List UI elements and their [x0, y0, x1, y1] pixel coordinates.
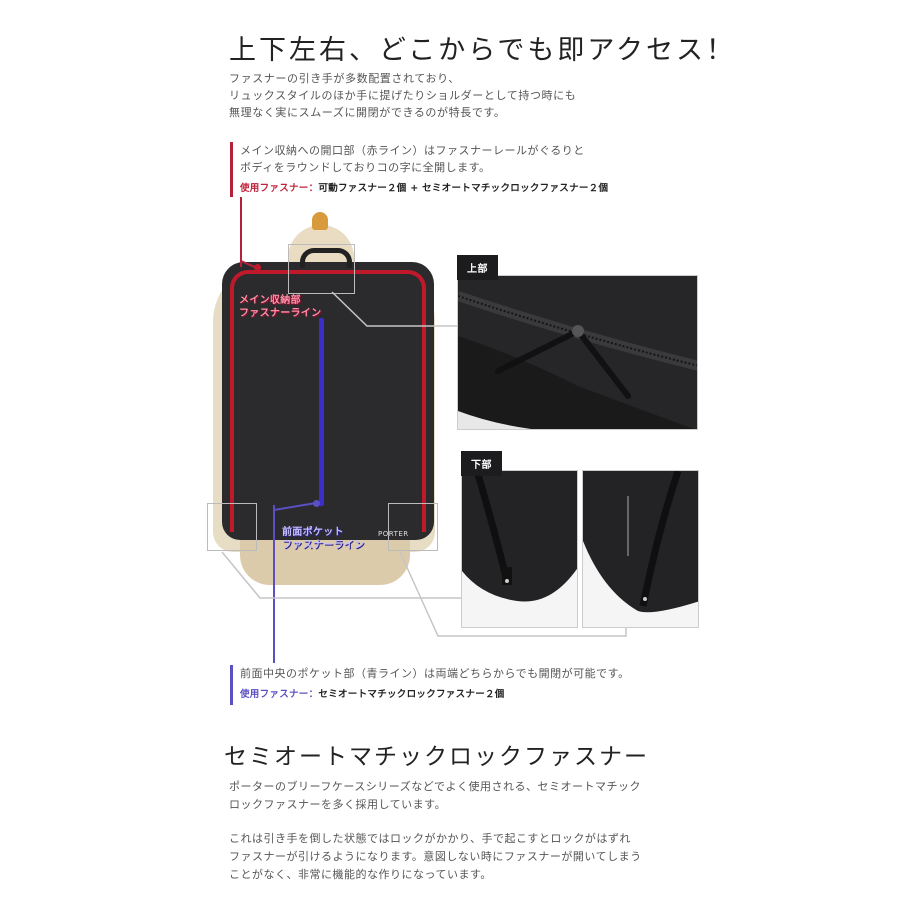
zipper-pull-illustration — [458, 276, 697, 429]
intro-line: ファスナーの引き手が多数配置されており、 — [229, 72, 460, 85]
backpack-handle — [300, 248, 352, 268]
intro-line: 無理なく実にスムーズに開閉ができるのが特長です。 — [229, 106, 506, 119]
section-heading: セミオートマチックロックファスナー — [224, 744, 649, 770]
red-pointer-dot — [254, 264, 261, 271]
zipper-corner-illustration — [583, 471, 698, 627]
top-zipper-photo — [457, 275, 698, 430]
red-accent-bar — [230, 142, 233, 197]
label-line: ファスナーライン — [239, 308, 322, 319]
paragraph-line: ロックファスナーを多く採用しています。 — [229, 798, 447, 811]
backpack-image — [222, 262, 434, 540]
zipper-usage: 使用ファスナー：可動ファスナー２個 + セミオートマチックロックファスナー２個 — [240, 180, 608, 194]
brand-logo: PORTER — [378, 530, 409, 538]
top-connector — [331, 291, 463, 327]
section-paragraph: これは引き手を倒した状態ではロックがかかり、手で起こすとロックがはずれ ファスナ… — [229, 830, 642, 884]
paragraph-line: これは引き手を倒した状態ではロックがかかり、手で起こすとロックがはずれ — [229, 832, 631, 845]
main-zipper-line — [230, 270, 426, 532]
front-pocket-callout: 前面中央のポケット部（青ライン）は両端どちらからでも開閉が可能です。 使用ファス… — [230, 665, 630, 705]
page-heading: 上下左右、どこからでも即アクセス！ — [229, 35, 737, 66]
red-pointer-line — [240, 197, 242, 267]
top-detail-highlight — [288, 244, 355, 294]
label-line: 前面ポケット — [282, 527, 344, 538]
paragraph-line: ファスナーが引けるようになります。意図しない時にファスナーが開いてしまう — [229, 850, 642, 863]
paragraph-line: ポーターのブリーフケースシリーズなどでよく使用される、セミオートマチック — [229, 780, 642, 793]
label-line: メイン収納部 — [239, 295, 301, 306]
callout-line: 前面中央のポケット部（青ライン）は両端どちらからでも開閉が可能です。 — [240, 667, 630, 680]
bottom-left-zipper-photo — [461, 470, 578, 628]
callout-line: メイン収納への開口部（赤ライン）はファスナーレールがぐるりと — [240, 144, 585, 157]
label-line: ファスナーライン — [282, 540, 365, 551]
zipper-usage-label: 使用ファスナー： — [240, 183, 319, 194]
paragraph-line: ことがなく、非常に機能的な作りになっています。 — [229, 868, 492, 881]
bottom-right-highlight — [388, 503, 438, 551]
main-zipper-callout: メイン収納への開口部（赤ライン）はファスナーレールがぐるりと ボディをラウンドし… — [230, 142, 608, 197]
top-photo-tag: 上部 — [457, 255, 498, 280]
blue-pointer-line — [273, 505, 275, 663]
mannequin-knob — [312, 212, 328, 230]
blue-pointer-dot — [313, 500, 320, 507]
front-pocket-label: 前面ポケット ファスナーライン — [282, 526, 364, 552]
intro-text: ファスナーの引き手が多数配置されており、 リュックスタイルのほか手に提げたりショ… — [229, 70, 576, 121]
main-zipper-label: メイン収納部 ファスナーライン — [239, 294, 321, 320]
blue-pointer-elbow — [273, 502, 317, 511]
zipper-usage-value: 可動ファスナー２個 + セミオートマチックロックファスナー２個 — [318, 183, 609, 194]
intro-line: リュックスタイルのほか手に提げたりショルダーとして持つ時にも — [229, 89, 577, 102]
section-paragraph: ポーターのブリーフケースシリーズなどでよく使用される、セミオートマチック ロック… — [229, 778, 641, 814]
zipper-corner-illustration — [462, 471, 577, 627]
bottom-connectors — [221, 551, 627, 637]
bottom-photo-tag: 下部 — [461, 451, 502, 476]
zipper-usage-label: 使用ファスナー： — [240, 689, 319, 700]
zipper-usage-value: セミオートマチックロックファスナー２個 — [318, 689, 505, 700]
bottom-right-zipper-photo — [582, 470, 699, 628]
callout-line: ボディをラウンドしておりコの字に全開します。 — [240, 161, 491, 174]
bottom-left-highlight — [207, 503, 257, 551]
blue-accent-bar — [230, 665, 233, 705]
front-pocket-zipper-line — [319, 318, 324, 506]
zipper-usage: 使用ファスナー：セミオートマチックロックファスナー２個 — [240, 686, 630, 700]
